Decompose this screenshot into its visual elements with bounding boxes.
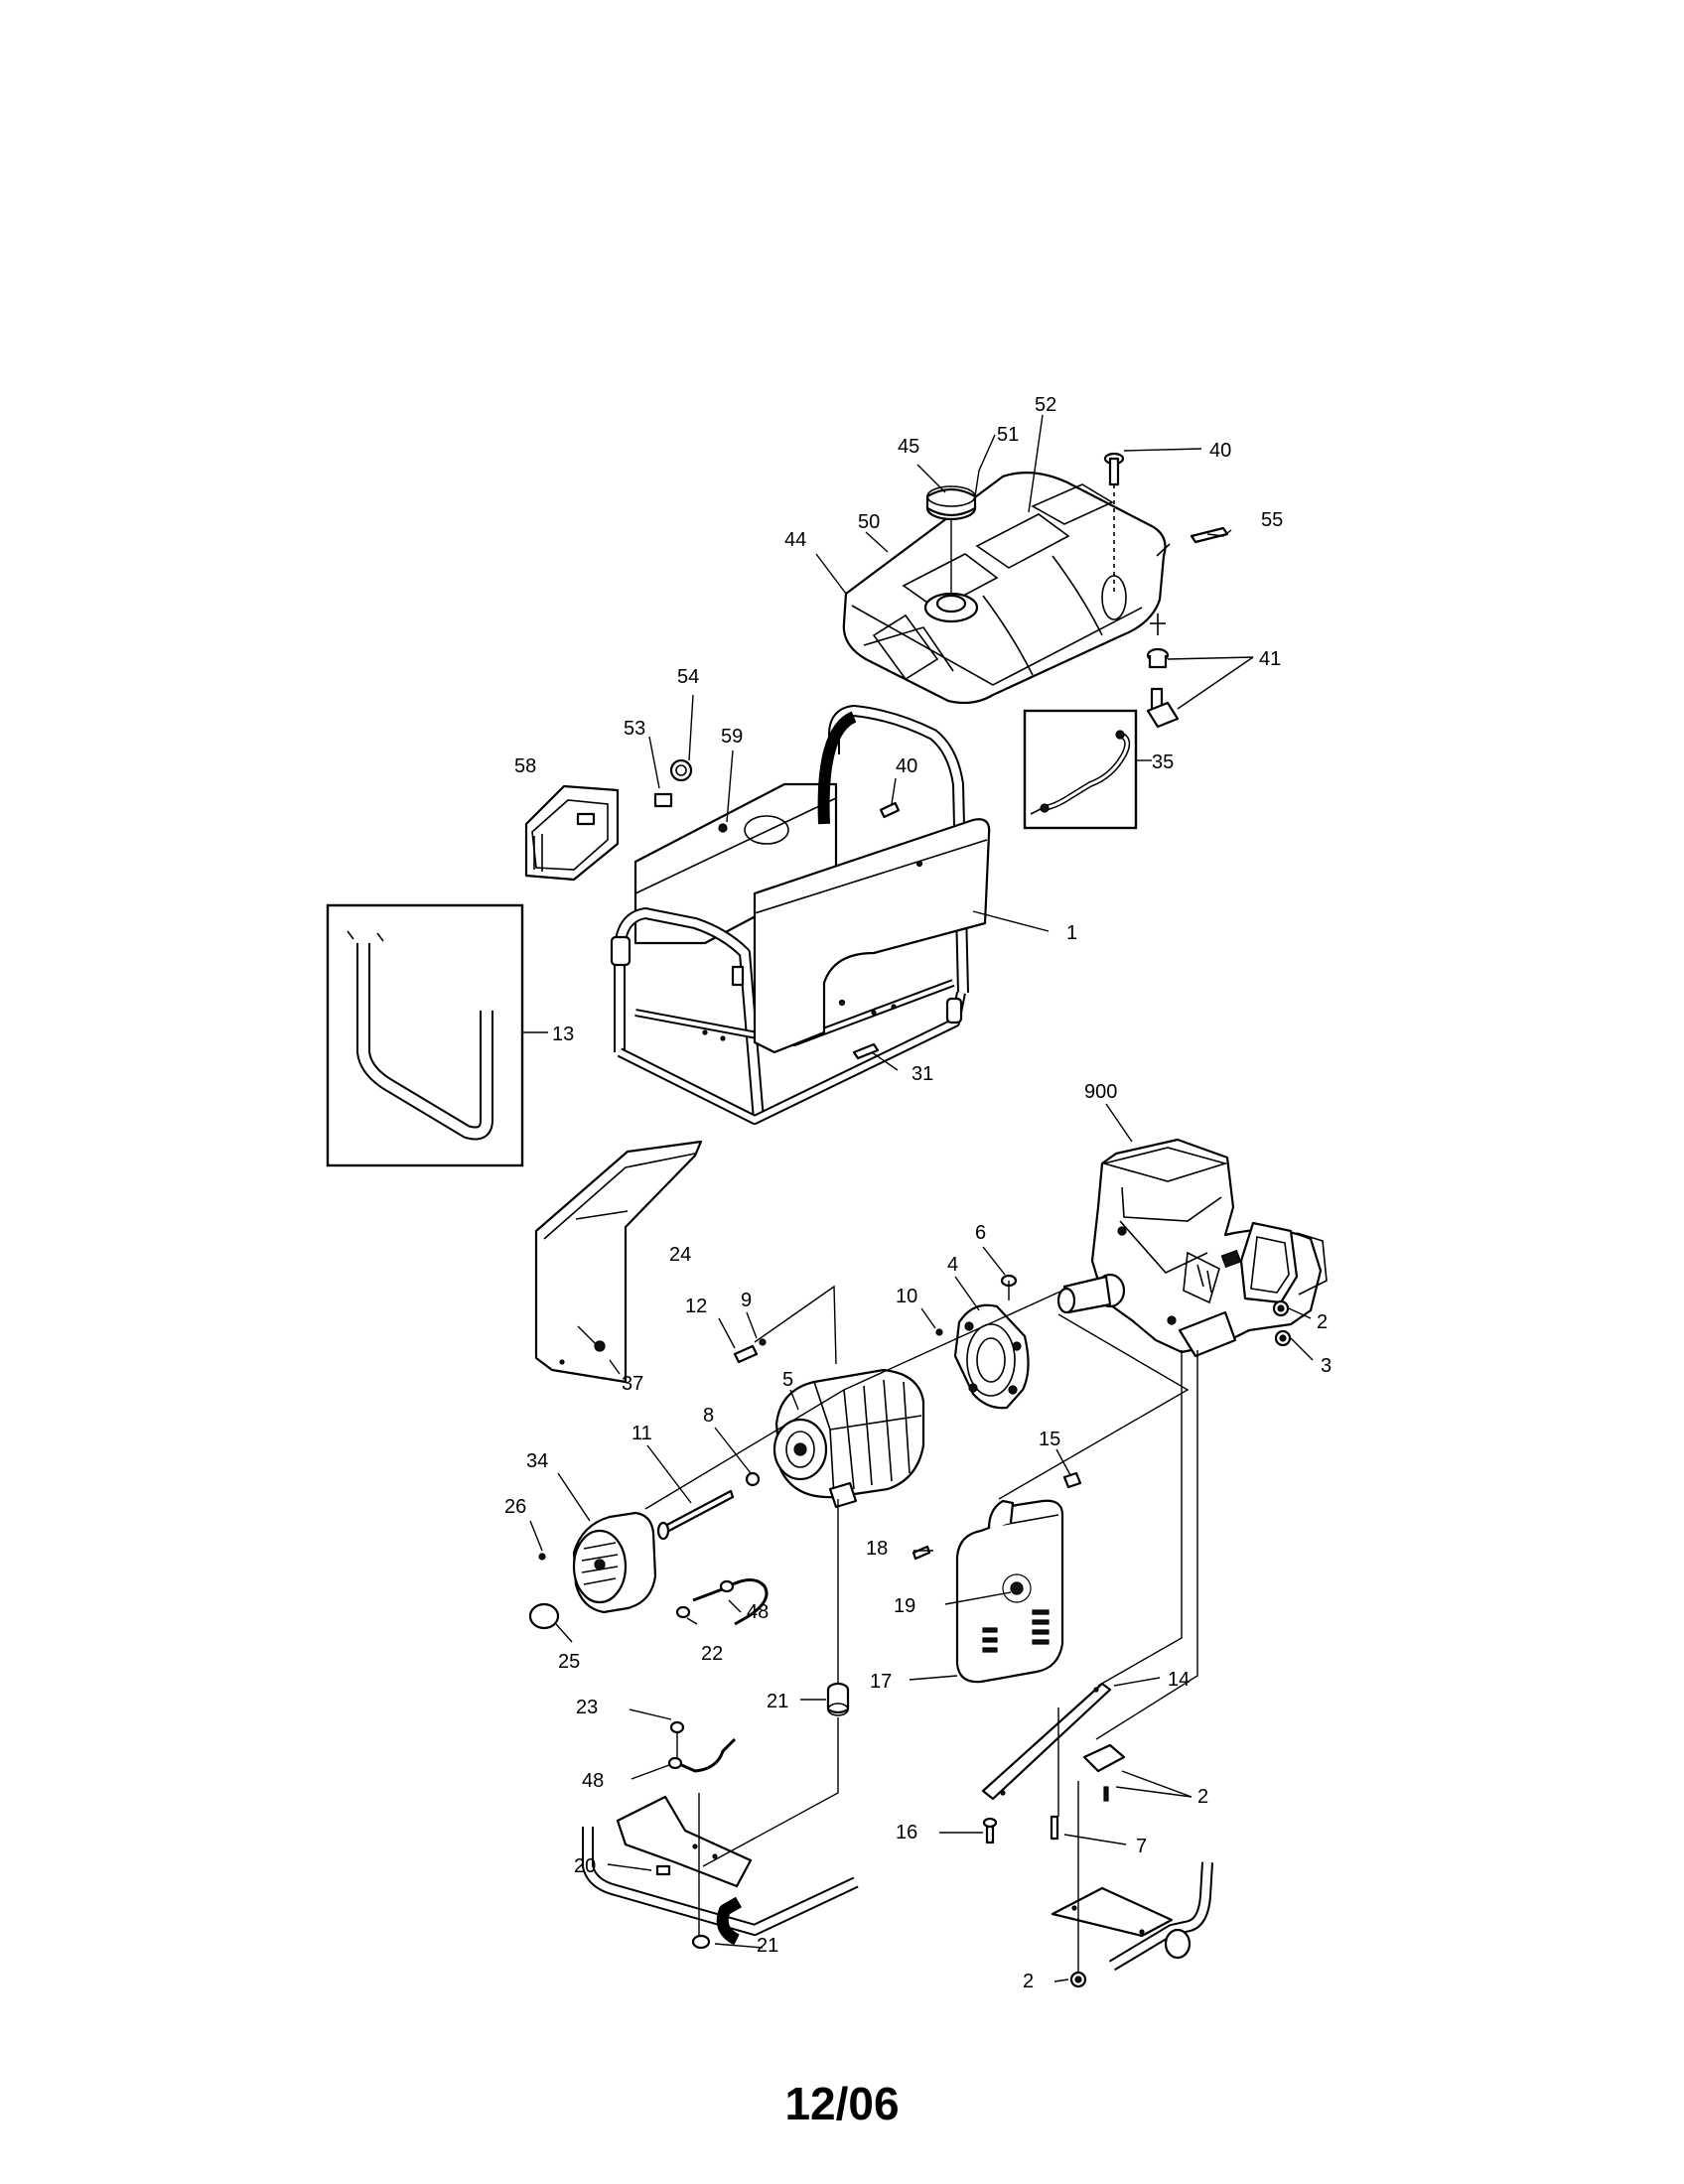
fuel-cap — [925, 485, 977, 596]
connector-22 — [675, 1605, 691, 1619]
rear-bearing-carrier — [572, 1511, 657, 1614]
tank-bolt — [1103, 452, 1125, 596]
callout-50: 50 — [858, 511, 880, 533]
cover-cap — [528, 1602, 560, 1630]
base-rail-left — [582, 1795, 859, 1946]
callout-21-mount: 21 — [767, 1691, 788, 1712]
callout-13: 13 — [552, 1024, 574, 1045]
screw-26 — [538, 1553, 546, 1561]
callout-labels: 45 51 52 40 50 55 44 41 54 53 59 58 35 4… — [504, 394, 1332, 1992]
callout-55: 55 — [1261, 509, 1283, 531]
callout-54: 54 — [677, 666, 699, 688]
wire-harness-48 — [692, 1578, 769, 1626]
handle — [347, 930, 493, 1141]
label-53 — [653, 792, 673, 808]
decal-55 — [1190, 526, 1229, 544]
callout-3: 3 — [1321, 1355, 1332, 1377]
callout-11: 11 — [632, 1423, 652, 1444]
callout-48-upper: 48 — [747, 1601, 769, 1623]
callout-51: 51 — [997, 424, 1019, 446]
fuel-tank — [842, 472, 1171, 705]
callout-18: 18 — [866, 1538, 888, 1560]
callout-26: 26 — [504, 1496, 526, 1518]
foot-21-bottom — [691, 1934, 711, 1950]
callout-7: 7 — [1136, 1836, 1147, 1857]
shroud — [534, 1140, 703, 1384]
vibration-mount — [826, 1682, 850, 1716]
screw-2-mid — [1103, 1786, 1109, 1802]
callout-14: 14 — [1168, 1669, 1190, 1691]
callout-6: 6 — [975, 1222, 986, 1244]
callout-2-rail: 2 — [1023, 1971, 1034, 1992]
muffler-bracket — [981, 1682, 1126, 1801]
callout-23: 23 — [576, 1697, 598, 1718]
callout-17: 17 — [870, 1671, 892, 1693]
engine — [1056, 1138, 1328, 1358]
callout-21-rail: 21 — [757, 1935, 778, 1957]
fuel-line — [1030, 730, 1131, 815]
callout-15: 15 — [1039, 1429, 1060, 1450]
ground-wire-48 — [676, 1737, 737, 1773]
screw-10 — [935, 1328, 943, 1336]
callout-35: 35 — [1152, 751, 1174, 773]
bolt-12 — [733, 1344, 759, 1364]
callout-5: 5 — [782, 1369, 793, 1391]
callout-4: 4 — [947, 1254, 958, 1276]
outlet-cover — [524, 784, 620, 882]
callout-16: 16 — [896, 1822, 917, 1843]
gasket-15 — [1062, 1471, 1082, 1489]
callout-58: 58 — [514, 755, 536, 777]
callout-59: 59 — [721, 726, 743, 748]
leader-lines — [522, 414, 1314, 1982]
callout-37: 37 — [622, 1373, 643, 1395]
callout-1: 1 — [1066, 922, 1077, 944]
callout-20: 20 — [574, 1855, 596, 1877]
base-rail-right — [1051, 1861, 1213, 1972]
callout-2-engine: 2 — [1317, 1311, 1328, 1333]
callout-12: 12 — [685, 1296, 707, 1317]
washer-9 — [759, 1338, 767, 1346]
callout-41: 41 — [1259, 648, 1281, 670]
muffler — [955, 1499, 1064, 1684]
callout-900: 900 — [1084, 1081, 1117, 1103]
frame — [610, 705, 991, 1125]
callout-19: 19 — [894, 1595, 915, 1617]
callout-53: 53 — [624, 718, 645, 740]
fuel-line-box — [1023, 709, 1138, 830]
stator-assembly — [772, 1368, 925, 1509]
callout-24: 24 — [669, 1244, 691, 1266]
callout-40-frame: 40 — [896, 755, 917, 777]
fuel-valve — [1146, 614, 1180, 729]
callout-2-bracket: 2 — [1197, 1786, 1208, 1808]
callout-40: 40 — [1209, 440, 1231, 462]
screw-18 — [912, 1545, 931, 1561]
callout-44: 44 — [784, 529, 806, 551]
ground-screw-23 — [669, 1720, 685, 1734]
callout-48-lower: 48 — [582, 1770, 604, 1792]
bolt-7 — [1050, 1815, 1059, 1841]
plug-54 — [669, 758, 693, 782]
handle-box — [326, 903, 524, 1167]
callout-31: 31 — [912, 1063, 933, 1085]
callout-45: 45 — [898, 436, 919, 458]
callout-52: 52 — [1035, 394, 1056, 416]
callout-9: 9 — [741, 1290, 752, 1311]
engine-adapter — [953, 1303, 1030, 1410]
date-code: 12/06 — [784, 2078, 900, 2129]
washer-8 — [745, 1471, 761, 1487]
screw-37 — [594, 1340, 606, 1352]
callout-34: 34 — [526, 1450, 548, 1472]
callout-25: 25 — [558, 1651, 580, 1673]
through-bolt — [661, 1489, 735, 1535]
callout-22: 22 — [701, 1643, 723, 1665]
callout-10: 10 — [896, 1286, 917, 1307]
callout-8: 8 — [703, 1405, 714, 1427]
